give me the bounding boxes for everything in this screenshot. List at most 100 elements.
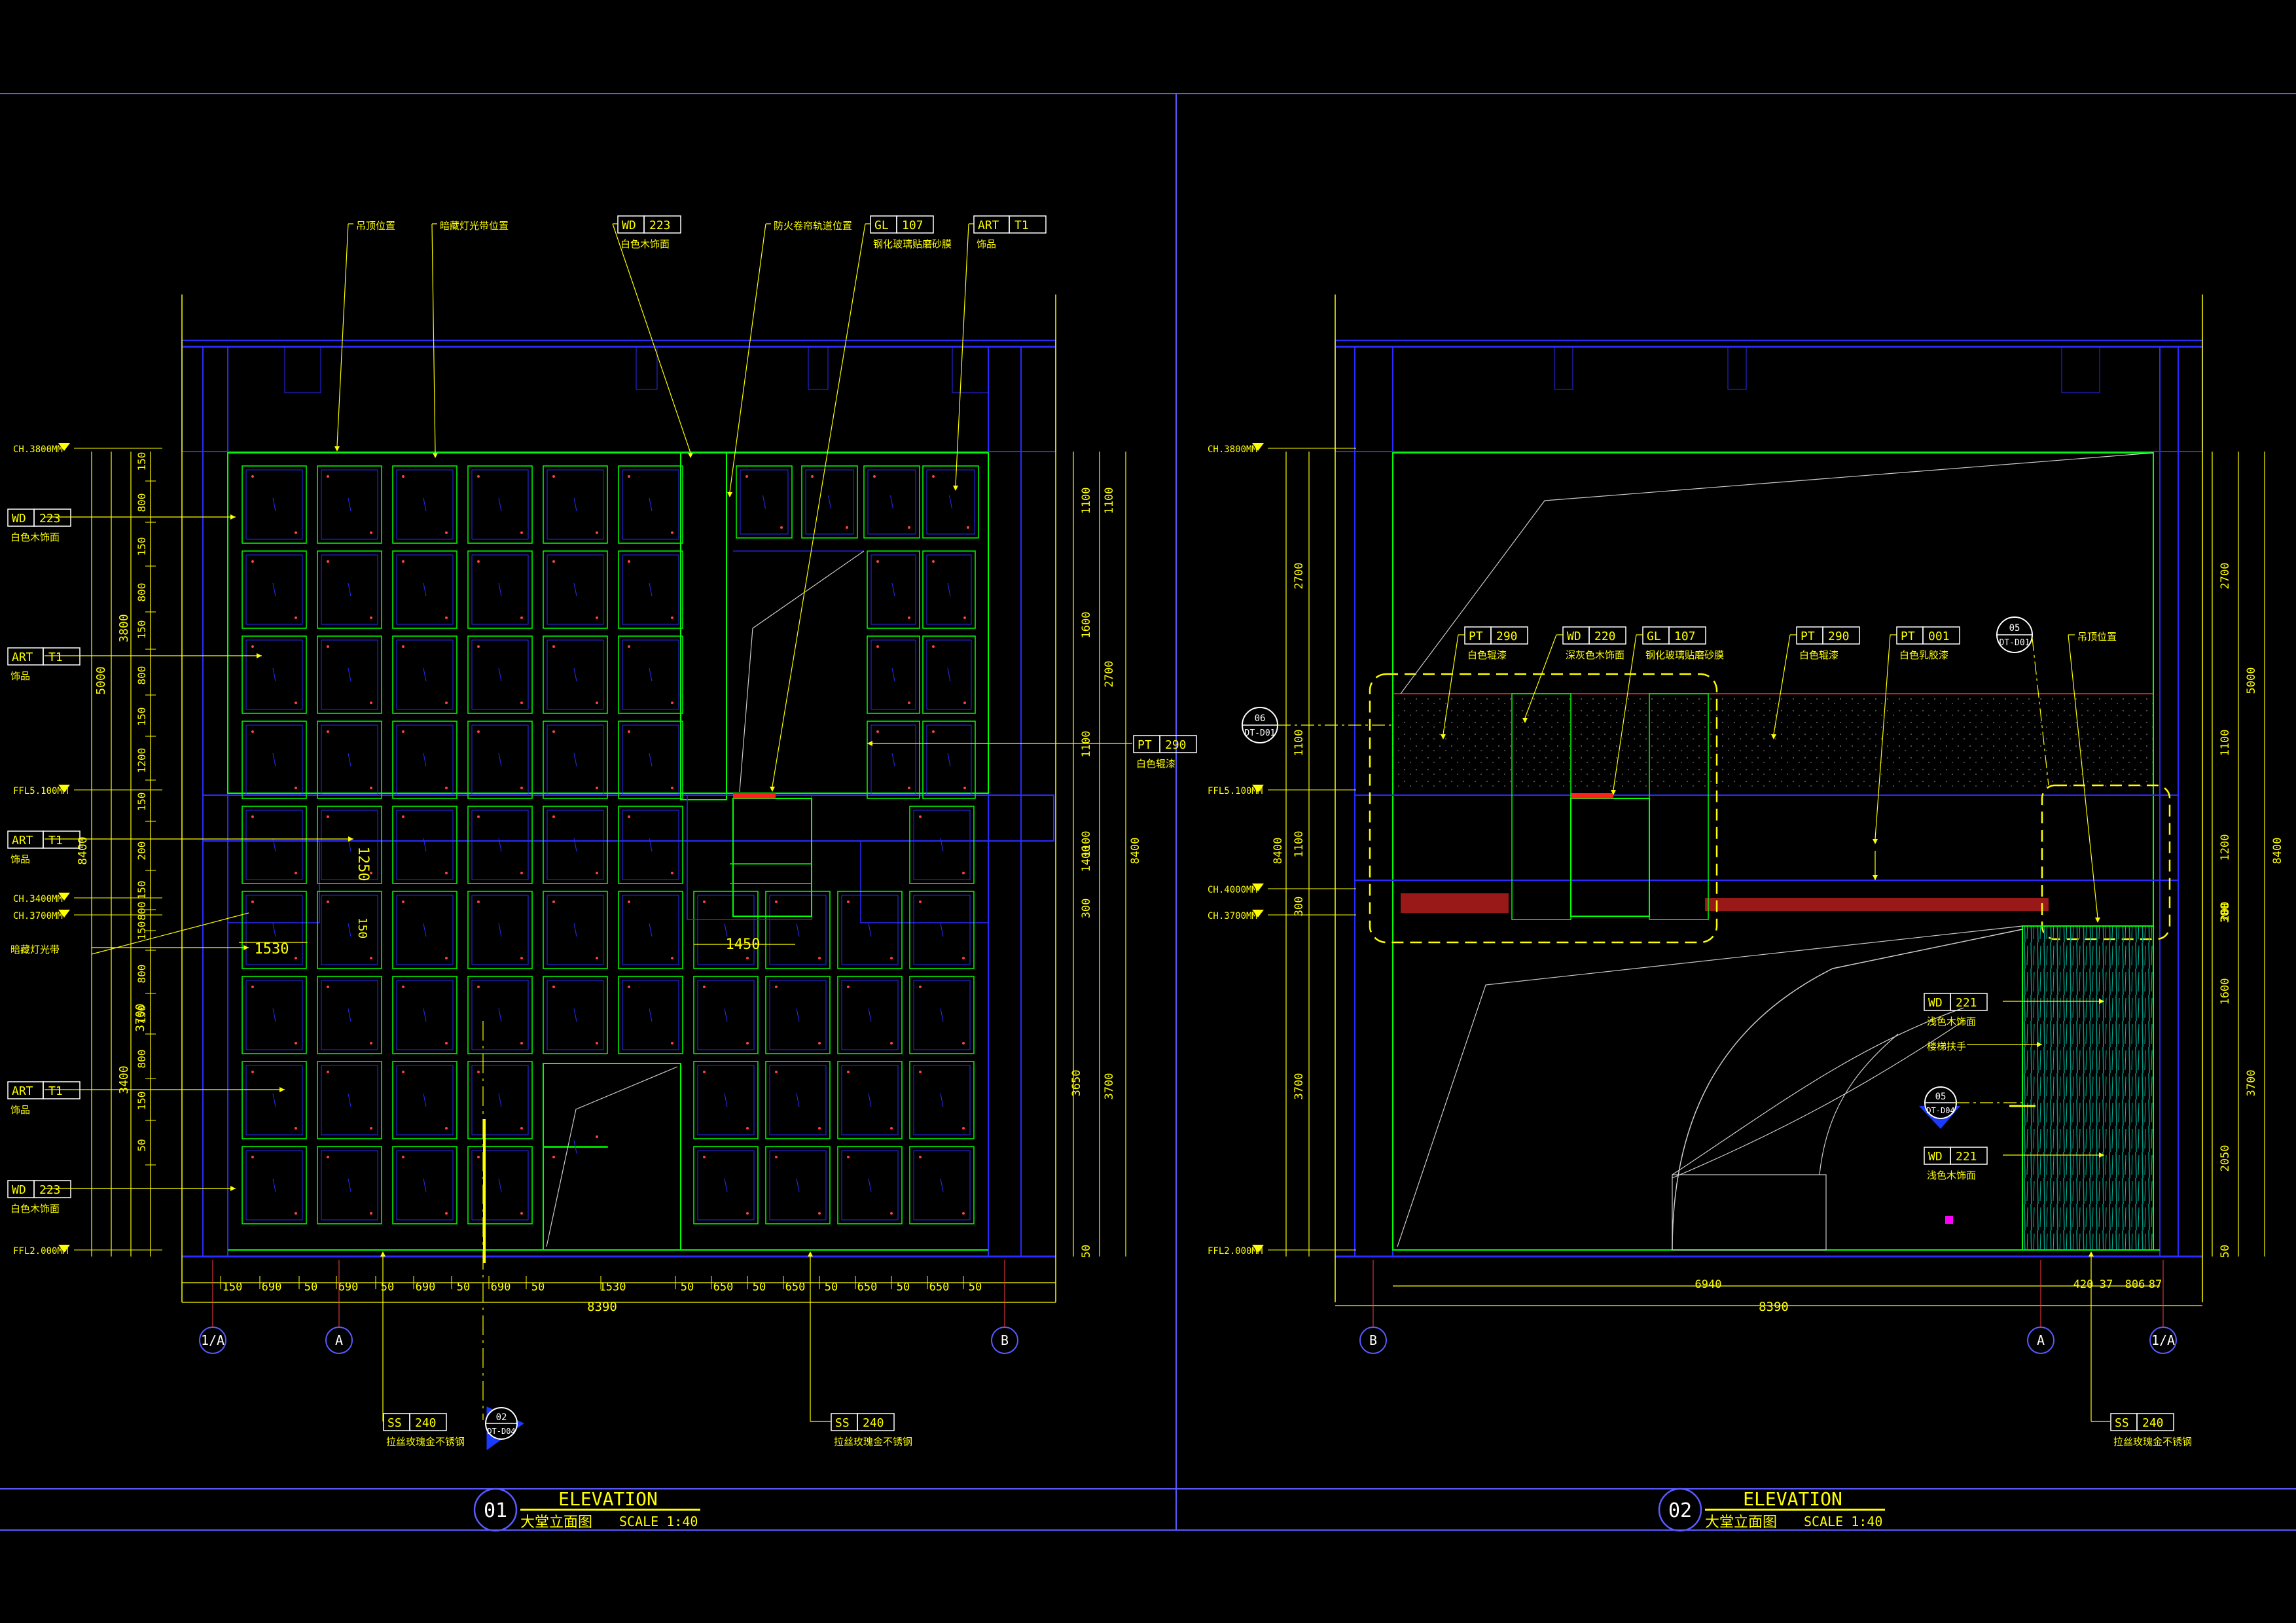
- wall-panel-grid: [242, 465, 979, 1224]
- section-marker[interactable]: 05 DT-D01: [1996, 616, 2033, 653]
- wall-panel: [837, 891, 903, 969]
- material-note: 饰品: [10, 853, 30, 865]
- wall-panel: [467, 465, 533, 544]
- material-number: 107: [1674, 630, 1696, 643]
- dimension-value: 1200: [135, 748, 148, 774]
- wall-panel: [867, 550, 920, 629]
- wall-panel: [618, 976, 683, 1054]
- detail-region[interactable]: [1369, 673, 1718, 944]
- material-number: 240: [415, 1416, 437, 1430]
- section-marker[interactable]: 05 DT-D04: [1919, 1086, 1960, 1129]
- dimension-value: 150: [135, 881, 148, 900]
- wall-panel: [543, 806, 608, 884]
- material-tag[interactable]: 暗藏灯光带位置: [440, 220, 509, 232]
- material-note: 吊顶位置: [356, 220, 395, 232]
- wall-panel: [467, 550, 533, 629]
- material-tag[interactable]: 防火卷帘轨道位置: [774, 220, 852, 232]
- material-code: WD: [12, 512, 26, 526]
- grid-bubble[interactable]: B: [991, 1327, 1018, 1354]
- grid-bubble[interactable]: A: [2027, 1327, 2054, 1354]
- panel-title: ELEVATION: [558, 1488, 658, 1510]
- dimension-value: 690: [416, 1281, 436, 1294]
- ceiling-slab: [1335, 340, 2203, 452]
- wall-panel: [909, 806, 975, 884]
- section-ref: DT-D04: [487, 1427, 515, 1436]
- wall-panel: [909, 891, 975, 969]
- dimension-value: 1100: [1080, 731, 1093, 758]
- wall-panel: [736, 465, 793, 539]
- dimension-value: 3700: [2245, 1070, 2258, 1097]
- material-code: PT: [1901, 630, 1915, 643]
- grid-label: 1/A: [2151, 1332, 2175, 1348]
- material-tag[interactable]: 暗藏灯光带: [10, 944, 60, 955]
- material-note: 楼梯扶手: [1927, 1041, 1966, 1052]
- grid-bubble[interactable]: B: [1359, 1327, 1387, 1354]
- material-number: T1: [48, 834, 63, 847]
- section-num: 05: [2009, 623, 2020, 633]
- material-note: 白色辊漆: [1136, 758, 1175, 770]
- wall-panel: [837, 1146, 903, 1224]
- material-tag[interactable]: 楼梯扶手: [1927, 1041, 1966, 1052]
- dimension-value: 1530: [600, 1281, 626, 1294]
- dimension-value: 150: [223, 1281, 243, 1294]
- material-tag[interactable]: 吊顶位置: [356, 220, 395, 232]
- level-label: CH.3800MM: [13, 444, 63, 455]
- level-label: CH.3700MM: [1208, 911, 1257, 921]
- level-label: CH.3700MM: [13, 911, 63, 921]
- material-code: WD: [12, 1183, 26, 1197]
- grid-bubbles: B A 1/A: [1359, 1260, 2177, 1354]
- wall-panel: [392, 1146, 457, 1224]
- section-marker[interactable]: 02 DT-D04: [485, 1406, 525, 1450]
- dimension-value: 650: [857, 1281, 878, 1294]
- material-note: 防火卷帘轨道位置: [774, 220, 852, 232]
- panel-title-block: 01 ELEVATION 大堂立面图 SCALE 1:40: [473, 1488, 700, 1532]
- material-code: GL: [874, 219, 889, 232]
- dimension-value: 50: [457, 1281, 470, 1294]
- section-marker[interactable]: 06 DT-D01: [1242, 707, 1278, 743]
- dimension-value: 420: [2073, 1278, 2094, 1291]
- material-note: 饰品: [977, 238, 996, 250]
- grid-bubble[interactable]: 1/A: [2149, 1327, 2177, 1354]
- material-number: 290: [1828, 630, 1850, 643]
- dimension-value: 800: [135, 965, 148, 984]
- wall-panel: [922, 550, 976, 629]
- material-number: T1: [1014, 219, 1029, 232]
- detail-region[interactable]: [2041, 784, 2171, 940]
- grid-bubble[interactable]: 1/A: [199, 1327, 226, 1354]
- wall-panel: [467, 1061, 533, 1139]
- dimension-value: 1100: [2219, 730, 2232, 757]
- wall-panel: [618, 891, 683, 969]
- wall-panel: [543, 891, 608, 969]
- material-tag[interactable]: ART T1 饰品: [973, 215, 1047, 250]
- wall-panel: [618, 721, 683, 799]
- section-num: 02: [496, 1412, 507, 1423]
- dimension-value: 200: [135, 842, 148, 861]
- dimension-value: 200: [2219, 902, 2232, 922]
- dimension-value: 300: [1080, 899, 1093, 919]
- dimension-value: 50: [969, 1281, 982, 1294]
- wall-panel: [543, 550, 608, 629]
- material-tag[interactable]: 吊顶位置: [2077, 631, 2117, 643]
- grid-bubble[interactable]: A: [325, 1327, 353, 1354]
- material-code: ART: [978, 219, 999, 232]
